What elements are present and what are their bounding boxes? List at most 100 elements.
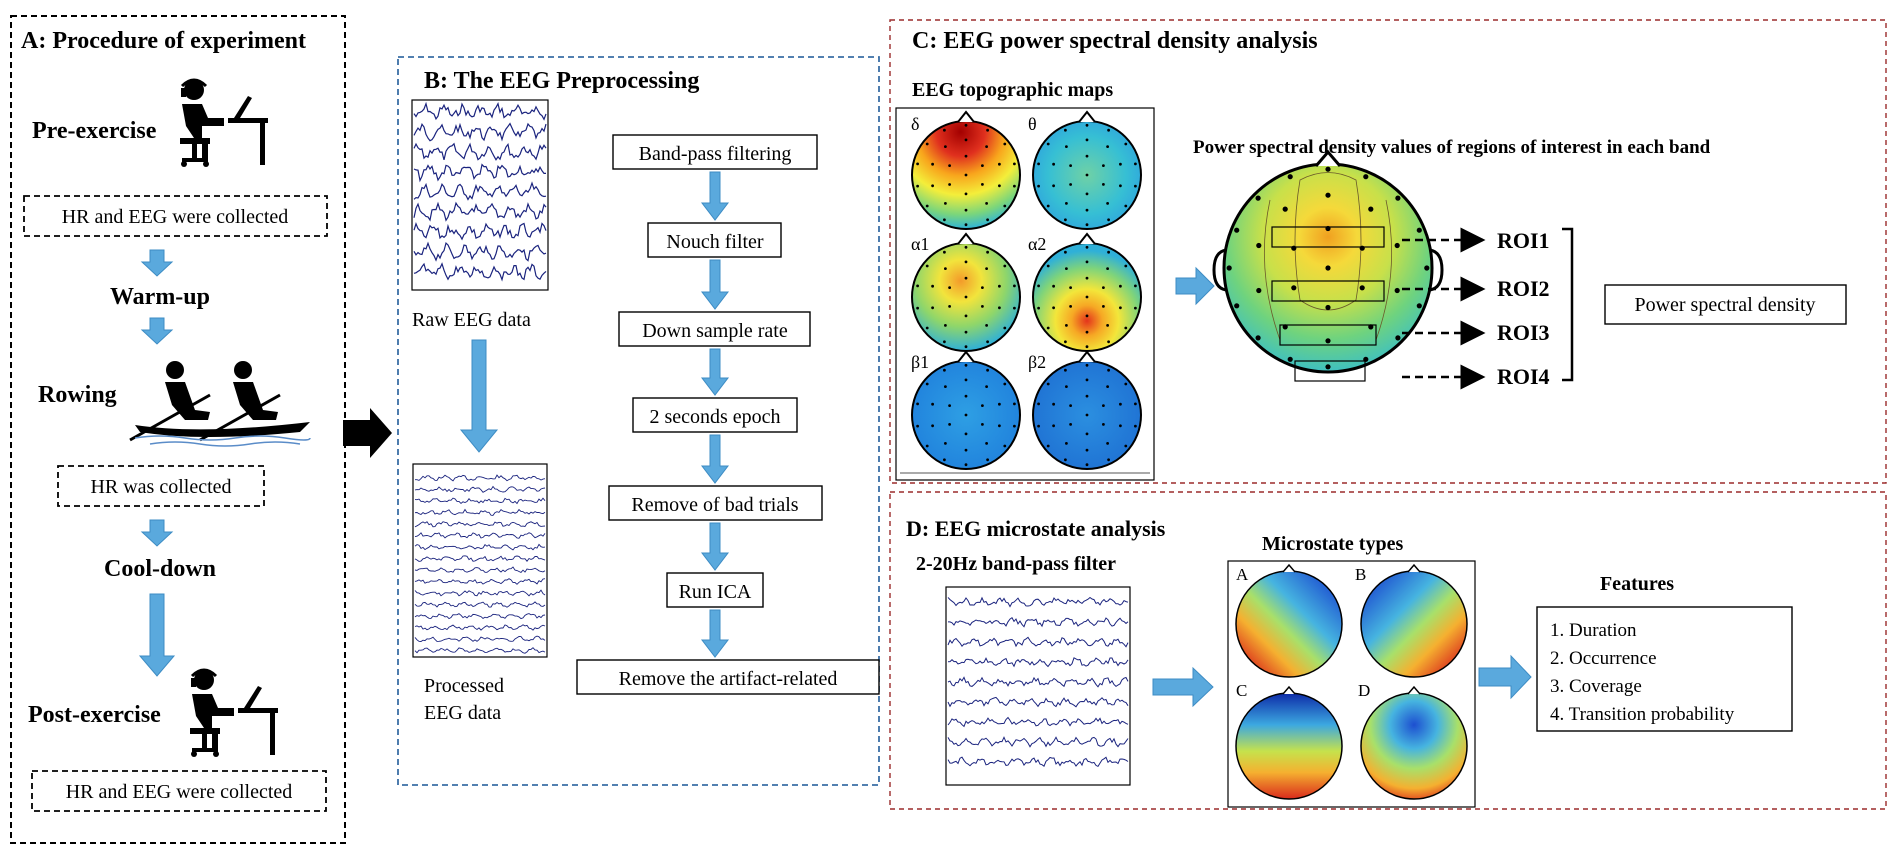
roi-label-3: ROI3 (1497, 320, 1550, 345)
eeg-trace (947, 736, 1129, 748)
processed-eeg-label-1: Processed (424, 675, 504, 697)
electrode-dot (1013, 306, 1016, 310)
electrode-dot (1013, 402, 1016, 406)
electrode-dots (916, 123, 1137, 467)
electrode-dot (1325, 338, 1331, 344)
electrode-dot (998, 306, 1001, 310)
electrode-dot (1226, 265, 1232, 271)
electrode-dot (1085, 314, 1089, 318)
electrode-dot (1119, 402, 1122, 406)
electrode-dot (916, 424, 919, 428)
electrode-dot (964, 413, 968, 417)
electrode-dot (1069, 305, 1072, 308)
electrode-dot (985, 202, 988, 205)
electrode-dot (925, 264, 929, 268)
step-box-7 (576, 659, 880, 695)
eeg-trace (947, 716, 1129, 728)
feature-item-2: 2. Occurrence (1550, 648, 1657, 669)
arrow-filter-to-types-icon (1152, 666, 1214, 708)
eeg-trace (415, 474, 546, 482)
electrode-dot (981, 286, 984, 289)
electrode-dot (1102, 404, 1105, 407)
band-label-alpha1: α1 (911, 234, 929, 254)
eeg-trace (413, 101, 547, 121)
electrode-dot (1287, 356, 1293, 362)
electrode-dot (1085, 173, 1089, 177)
step-text-2: Nouch filter (666, 231, 764, 253)
eeg-trace (413, 241, 547, 262)
arrow-raw-to-processed-icon (459, 339, 499, 453)
electrode-dot (985, 267, 988, 270)
microstate-label-b: B (1355, 565, 1366, 584)
electrode-dot (964, 345, 968, 349)
step-arrows-icon (700, 171, 730, 658)
electrode-dot (1102, 305, 1105, 308)
microstate-map-d (1360, 685, 1468, 800)
electrode-dot (1052, 424, 1055, 428)
electrode-dot (1234, 303, 1240, 309)
electrode-dot (1134, 284, 1137, 288)
panel-b-title: B: The EEG Preprocessing (424, 68, 699, 94)
electrode-dot (964, 223, 968, 227)
electrode-dot (944, 202, 947, 205)
electrode-dot (931, 184, 934, 188)
electrode-dot (998, 402, 1001, 406)
electrode-dot (1046, 382, 1050, 386)
filter-label: 2-20Hz band-pass filter (916, 553, 1116, 575)
eeg-trace (947, 657, 1129, 668)
step-text-7: Remove the artifact-related (619, 668, 838, 690)
pre-exercise-box (23, 195, 328, 237)
electrode-dot (943, 368, 946, 372)
electrode-dot (1416, 303, 1422, 309)
arrow-a4-icon (138, 593, 176, 677)
eeg-trace (414, 497, 546, 505)
step-box-2 (647, 222, 782, 258)
electrode-dot (964, 314, 968, 318)
raw-eeg-label: Raw EEG data (412, 309, 531, 331)
electrode-dot (1003, 142, 1007, 146)
electrode-dot (981, 423, 984, 426)
eeg-trace (414, 508, 546, 516)
electrode-dot (964, 260, 968, 264)
electrode-dot (986, 250, 989, 254)
electrode-dot (1102, 286, 1105, 289)
electrode-dot (1064, 368, 1067, 372)
eeg-trace (948, 616, 1129, 628)
electrode-dot (1069, 164, 1072, 168)
psd-roi-title: Power spectral density values of regions… (1193, 137, 1711, 158)
electrode-dot (986, 128, 989, 132)
electrode-dot (1124, 326, 1128, 330)
electrode-dot (964, 448, 968, 452)
electrode-dot (1106, 145, 1109, 149)
eeg-trace (414, 589, 546, 597)
step-text-5: Remove of bad trials (631, 494, 798, 516)
electrode-dot (964, 173, 968, 177)
microstate-label-a: A (1236, 565, 1249, 584)
step-box-3 (618, 311, 811, 347)
electrode-dot (916, 284, 919, 288)
electrode-dot (1325, 192, 1331, 198)
filtered-eeg-plot (945, 586, 1131, 786)
arrow-a-to-b-icon (343, 408, 392, 458)
eeg-trace (414, 555, 546, 562)
electrode-dot (1424, 265, 1430, 271)
electrode-dot (1119, 284, 1122, 288)
electrode-dot (925, 204, 929, 208)
electrode-dot (986, 368, 989, 372)
electrode-dot (1085, 363, 1089, 367)
eeg-trace (413, 222, 547, 241)
electrode-dot (998, 424, 1001, 428)
electrode-dot (1065, 442, 1068, 445)
electrode-dot (931, 284, 934, 288)
electrode-dot (1102, 423, 1105, 426)
electrode-dot (985, 145, 988, 149)
electrode-dot (1064, 218, 1067, 222)
post-exercise-box (31, 770, 327, 812)
electrode-dot (916, 184, 919, 188)
electrode-dot (964, 192, 968, 196)
electrode-dot (1069, 286, 1072, 289)
features-title: Features (1600, 573, 1674, 595)
eeg-trace (414, 647, 546, 654)
electrode-dot (1085, 432, 1089, 436)
processed-eeg-traces (414, 474, 546, 654)
